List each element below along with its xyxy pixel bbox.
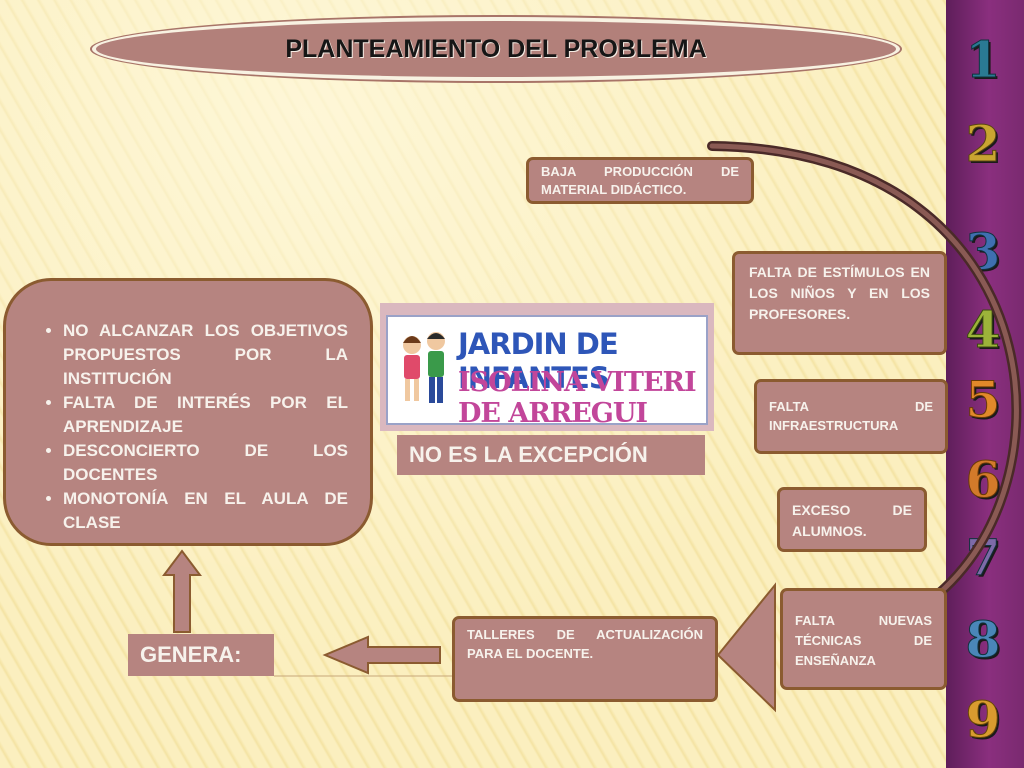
no-exception-label: NO ES LA EXCEPCIÓN xyxy=(397,435,705,475)
number-9: 9 xyxy=(965,690,1001,750)
logo-line-1: JARDIN DE INFANTES xyxy=(458,327,619,395)
cause-students-box: EXCESO DE ALUMNOS. xyxy=(777,487,927,552)
number-5: 5 xyxy=(965,370,1001,430)
workshops-box: TALLERES DE ACTUALIZACIÓN PARA EL DOCENT… xyxy=(452,616,718,702)
genera-label: GENERA: xyxy=(128,634,274,676)
logo-line-2: ISOLINA VITERI DE ARREGUI xyxy=(458,367,697,429)
number-6: 6 xyxy=(965,450,1001,510)
effect-item: NO ALCANZAR LOS OBJETIVOS PROPUESTOS POR… xyxy=(63,319,348,391)
number-8: 8 xyxy=(965,610,1001,670)
curved-connector-inner xyxy=(709,143,1019,618)
cause-infrastructure-box: FALTA DE INFRAESTRUCTURA xyxy=(754,379,948,454)
page-title: PLANTEAMIENTO DEL PROBLEMA xyxy=(285,34,707,63)
up-arrow-icon xyxy=(162,549,202,633)
cause-stimuli-box: FALTA DE ESTÍMULOS EN LOS NIÑOS Y EN LOS… xyxy=(732,251,947,355)
cause-stimuli-text: FALTA DE ESTÍMULOS EN LOS NIÑOS Y EN LOS… xyxy=(749,264,930,322)
cause-students-text: EXCESO DE ALUMNOS. xyxy=(792,502,912,539)
cause-techniques-text: FALTA NUEVAS TÉCNICAS DE ENSEÑANZA xyxy=(795,613,932,668)
cause-material-box: BAJA PRODUCCIÓN DE MATERIAL DIDÁCTICO. xyxy=(526,157,754,204)
number-1: 1 xyxy=(965,30,1001,90)
triangle-arrow-icon xyxy=(716,582,776,713)
effects-box: NO ALCANZAR LOS OBJETIVOS PROPUESTOS POR… xyxy=(3,278,373,546)
effect-item: DESCONCIERTO DE LOS DOCENTES xyxy=(63,439,348,487)
number-2: 2 xyxy=(965,114,1001,174)
cause-techniques-box: FALTA NUEVAS TÉCNICAS DE ENSEÑANZA xyxy=(780,588,947,690)
workshops-text: TALLERES DE ACTUALIZACIÓN PARA EL DOCENT… xyxy=(467,627,703,661)
left-arrow-icon xyxy=(322,635,441,675)
effect-item: FALTA DE INTERÉS POR EL APRENDIZAJE xyxy=(63,391,348,439)
logo-sign: JARDIN DE INFANTES ISOLINA VITERI DE ARR… xyxy=(386,315,708,429)
kindergarten-logo: JARDIN DE INFANTES ISOLINA VITERI DE ARR… xyxy=(380,303,714,431)
title-banner: PLANTEAMIENTO DEL PROBLEMA xyxy=(92,17,900,81)
cause-infrastructure-text: FALTA DE INFRAESTRUCTURA xyxy=(769,399,933,433)
effect-item: MONOTONÍA EN EL AULA DE CLASE xyxy=(63,487,348,535)
effects-list: NO ALCANZAR LOS OBJETIVOS PROPUESTOS POR… xyxy=(28,319,348,535)
cause-material-text: BAJA PRODUCCIÓN DE MATERIAL DIDÁCTICO. xyxy=(541,164,739,197)
children-icon xyxy=(403,332,445,403)
